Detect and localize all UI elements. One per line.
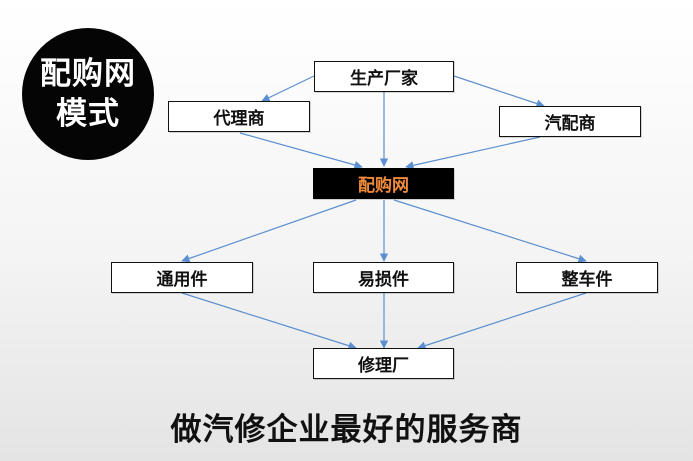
- node-agent: 代理商: [168, 101, 310, 132]
- arrow-manufacturer-to-parts-dealer: [453, 75, 545, 108]
- arrow-vehicle-parts-to-repair-shop: [417, 292, 587, 350]
- tagline: 做汽修企业最好的服务商: [170, 412, 523, 448]
- arrow-manufacturer-to-agent: [261, 75, 315, 102]
- node-vehicle-parts: 整车件: [516, 262, 658, 293]
- arrow-general-parts-to-repair-shop: [181, 292, 357, 350]
- node-manufacturer: 生产厂家: [314, 61, 454, 92]
- node-general-parts: 通用件: [111, 262, 253, 293]
- node-wear-parts: 易损件: [313, 262, 454, 293]
- arrow-parts-dealer-to-platform: [405, 136, 541, 170]
- node-platform: 配购网: [313, 168, 454, 199]
- arrow-platform-to-general-parts: [181, 199, 357, 263]
- badge-line-1: 配购网: [40, 56, 136, 92]
- arrow-platform-to-vehicle-parts: [393, 199, 587, 263]
- arrow-agent-to-platform: [239, 132, 363, 170]
- node-parts-dealer: 汽配商: [499, 106, 641, 137]
- badge-line-2: 模式: [56, 96, 120, 132]
- logo-badge: 配购网 模式: [22, 28, 154, 160]
- node-repair-shop: 修理厂: [313, 348, 454, 379]
